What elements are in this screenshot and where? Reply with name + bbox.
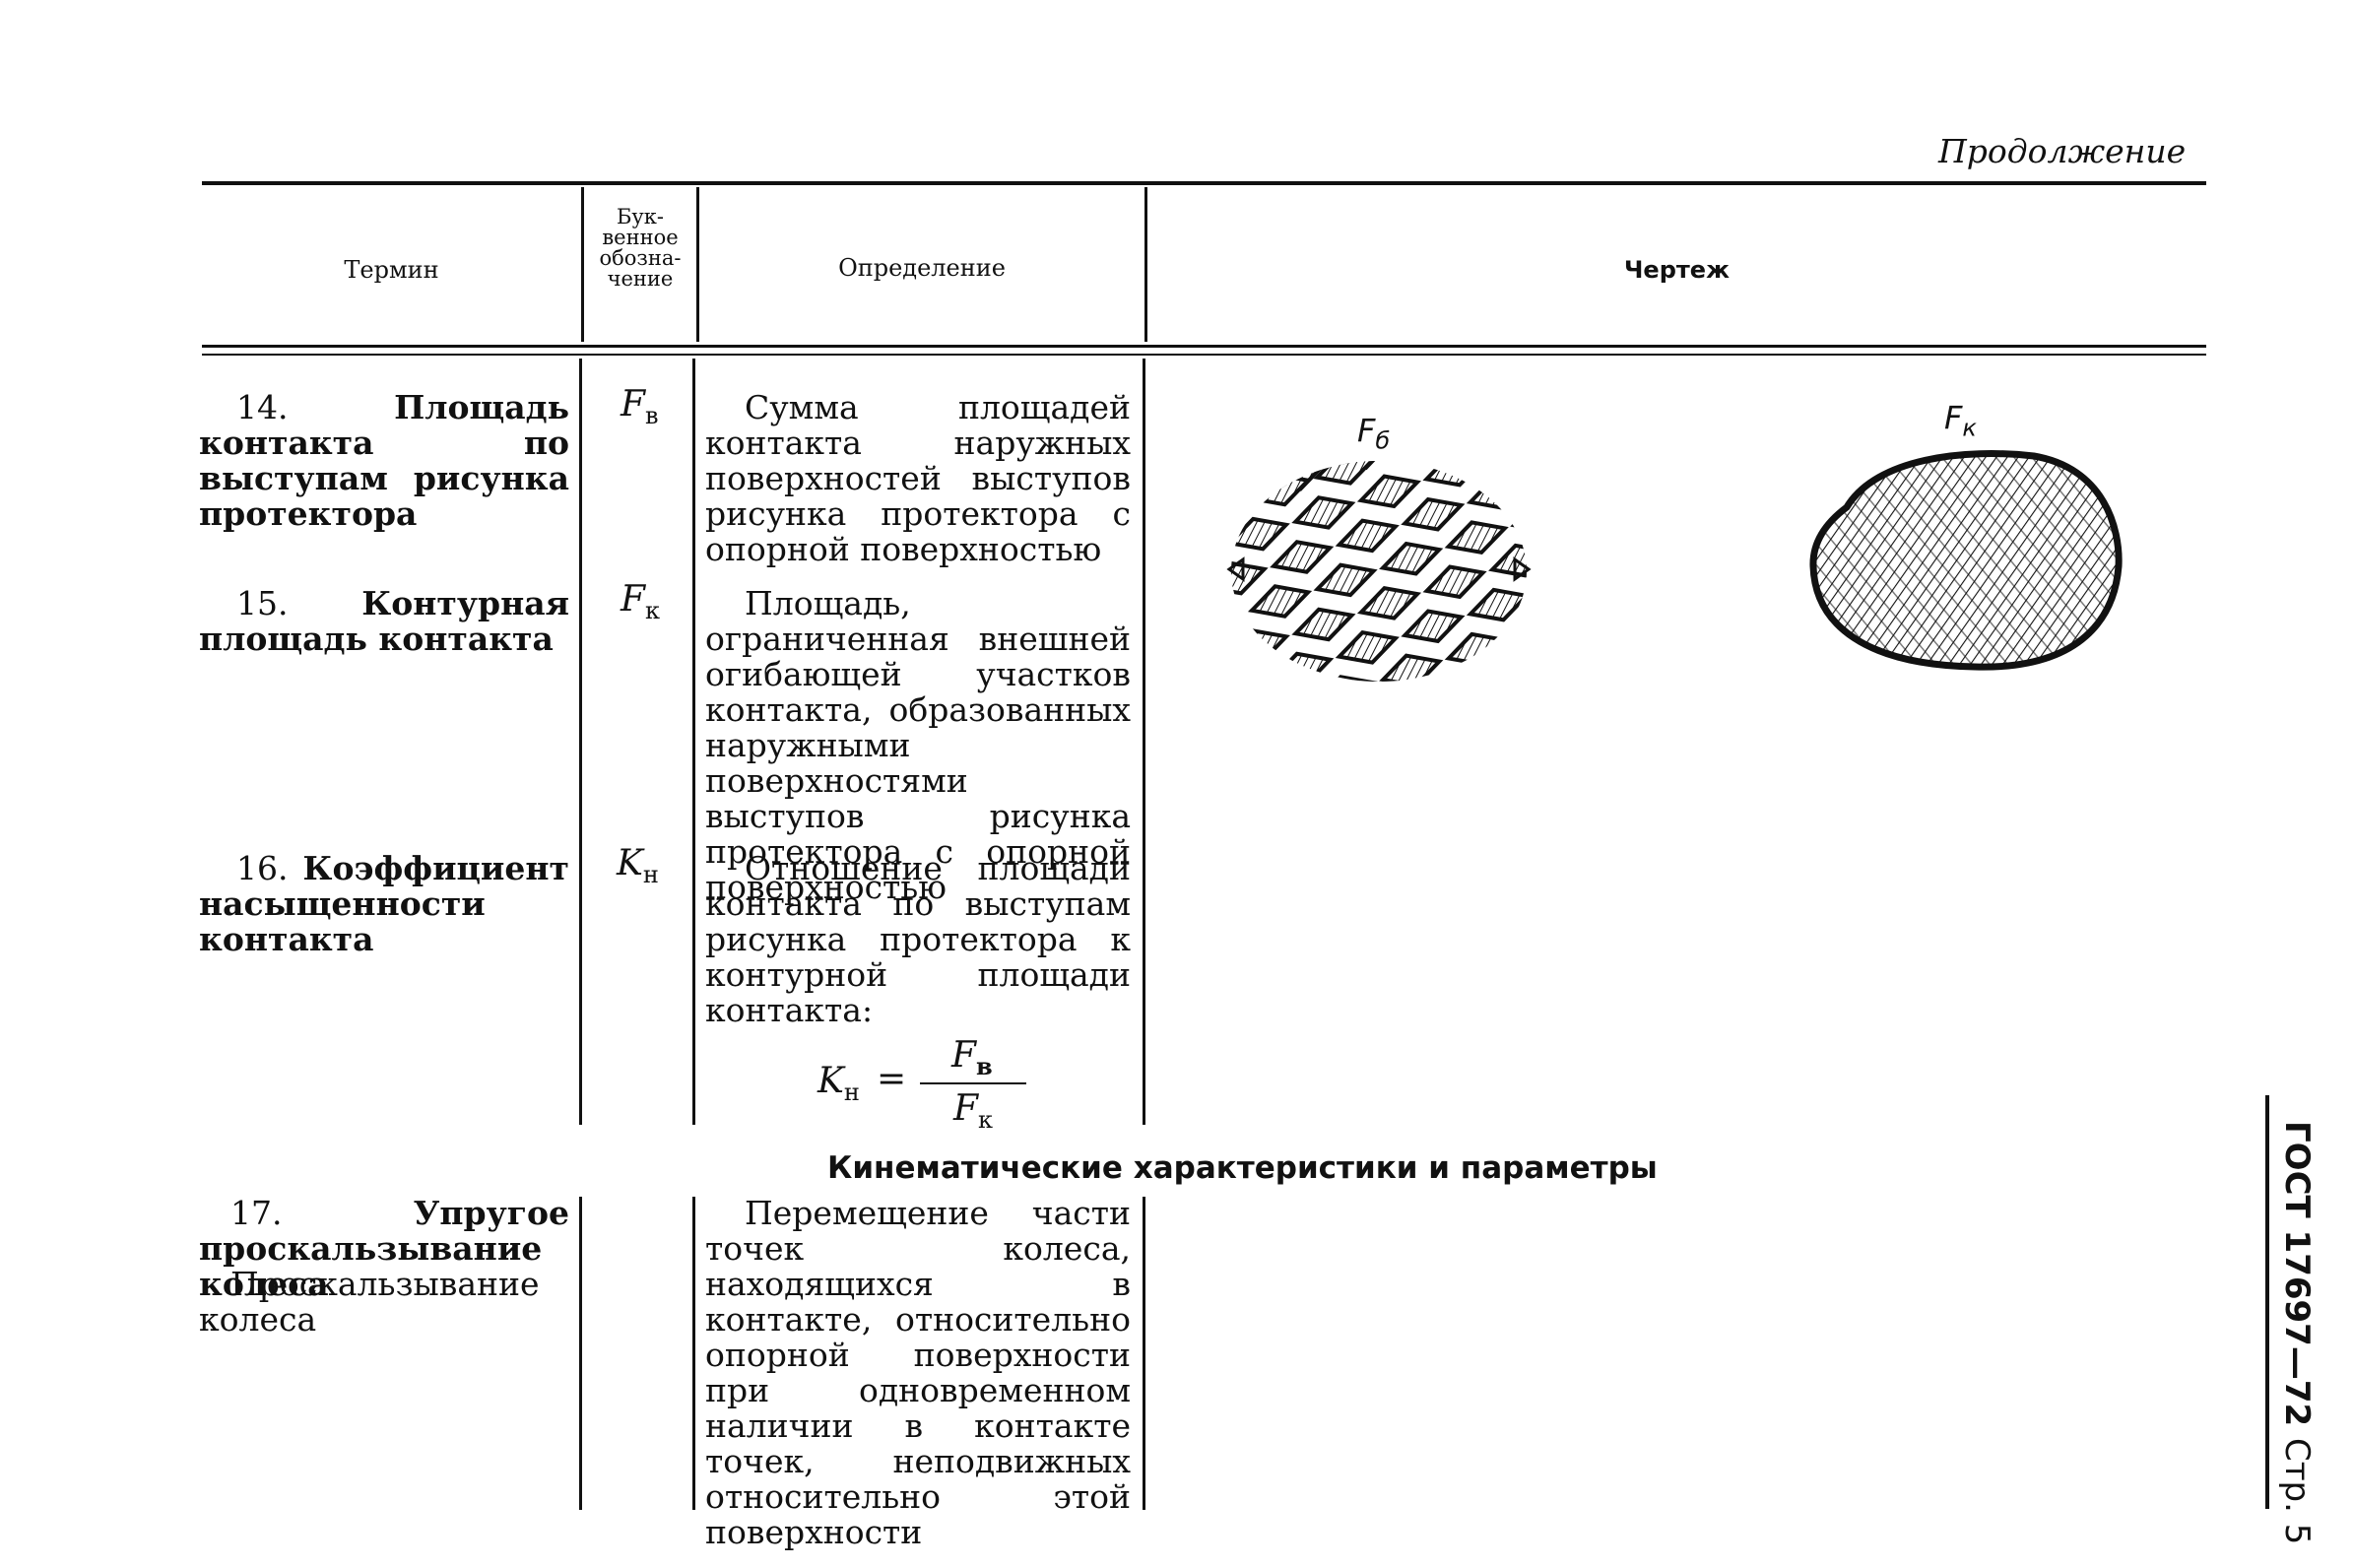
header-col-divider-3 bbox=[1144, 187, 1147, 342]
definition-14: Сумма площадей контакта наружных поверхн… bbox=[705, 388, 1131, 568]
gost-side-label: ГОСТ 17697—72 Стр. 5 bbox=[2277, 1121, 2317, 1544]
term-16-text: Коэффициент насыщенности контакта bbox=[199, 849, 569, 958]
term-17-number: 17. bbox=[230, 1194, 283, 1232]
header-letter-line4: чение bbox=[607, 267, 674, 291]
drawing-label-fb-letter: F bbox=[1357, 412, 1376, 449]
definition-16: Отношение площади контакта по выступам р… bbox=[705, 849, 1131, 1029]
header-col-divider-1 bbox=[581, 187, 584, 342]
definition-15: Площадь, ограниченная внешней огибающей … bbox=[705, 584, 1131, 906]
body-col-divider-3 bbox=[1143, 359, 1145, 1125]
header-bottom-rule-1 bbox=[202, 345, 2206, 348]
definition-17: Перемещение части точек колеса, находящи… bbox=[705, 1194, 1131, 1551]
drawing-label-fb-sub: б bbox=[1375, 426, 1391, 455]
symbol-16-letter: K bbox=[617, 843, 643, 883]
term-15-text: Контурная площадь контакта bbox=[199, 584, 569, 658]
formula-lhs: Kн bbox=[817, 1061, 860, 1106]
symbol-14-sub: в bbox=[644, 402, 659, 430]
tread-blocks bbox=[1231, 461, 1527, 682]
drawing-label-fk-letter: F bbox=[1944, 399, 1963, 436]
continuation-label: Продолжение bbox=[1938, 132, 2187, 170]
header-col-divider-2 bbox=[696, 187, 699, 342]
formula-den-letter: F bbox=[953, 1088, 978, 1129]
contour-contact-area-drawing bbox=[1809, 450, 2123, 671]
term-16: 16. Коэффициент насыщенности контакта bbox=[199, 851, 569, 957]
formula-den-sub: к bbox=[977, 1106, 993, 1135]
term-14: 14. Площадь контакта по выступам рисунка… bbox=[199, 390, 569, 532]
header-letter-line3: обозна- bbox=[599, 246, 682, 270]
contact-patch-tread-drawing bbox=[1226, 461, 1532, 682]
header-letter-line2: венное bbox=[602, 226, 679, 249]
header-letter-line1: Бук- bbox=[616, 205, 664, 229]
drawing-label-fb: Fб bbox=[1357, 412, 1390, 454]
side-vertical-rule bbox=[2265, 1095, 2269, 1509]
term-15-number: 15. bbox=[236, 584, 289, 622]
term-16-number: 16. bbox=[236, 849, 289, 887]
header-term: Термин bbox=[344, 256, 439, 284]
term-17-synonym: Проскальзывание колеса bbox=[199, 1265, 540, 1339]
body-col-divider-1 bbox=[579, 359, 582, 1125]
drawing-label-fk-sub: к bbox=[1962, 414, 1977, 442]
term-17: 17. Упругое проскальзывание колеса bbox=[199, 1196, 569, 1302]
header-definition: Определение bbox=[838, 254, 1006, 282]
row17-col-divider-1 bbox=[579, 1197, 582, 1510]
header-drawing: Чертеж bbox=[1624, 256, 1730, 284]
term-15: 15. Контурная площадь контакта bbox=[199, 586, 569, 657]
symbol-15-sub: к bbox=[644, 597, 660, 625]
term-14-number: 14. bbox=[236, 388, 289, 426]
symbol-14-letter: F bbox=[621, 384, 645, 425]
formula-kn: Kн = Fв Fк bbox=[817, 1035, 1034, 1134]
drawing-label-fk: Fк bbox=[1944, 399, 1977, 441]
formula-fraction-bar bbox=[920, 1082, 1026, 1084]
term-17-text: Упругое проскальзывание колеса bbox=[199, 1194, 569, 1303]
symbol-15-letter: F bbox=[621, 579, 645, 620]
gost-standard-number: ГОСТ 17697—72 bbox=[2277, 1121, 2317, 1427]
symbol-15: Fк bbox=[621, 579, 660, 624]
formula-lhs-letter: K bbox=[817, 1061, 844, 1101]
table-top-rule bbox=[202, 181, 2206, 185]
symbol-16-sub: н bbox=[642, 861, 659, 889]
formula-equals: = bbox=[877, 1059, 907, 1099]
formula-num-sub: в bbox=[975, 1052, 993, 1081]
gost-page-number: Стр. 5 bbox=[2277, 1438, 2317, 1545]
formula-lhs-sub: н bbox=[843, 1078, 860, 1107]
header-bottom-rule-2 bbox=[202, 354, 2206, 356]
section-title: Кинематические характеристики и параметр… bbox=[827, 1150, 1658, 1186]
formula-num-letter: F bbox=[951, 1035, 976, 1076]
header-letter-designation: Бук- венное обозна- чение bbox=[584, 207, 696, 290]
term-14-text: Площадь контакта по выступам рисунка про… bbox=[199, 388, 569, 533]
formula-denominator: Fк bbox=[953, 1088, 993, 1134]
formula-numerator: Fв bbox=[951, 1035, 993, 1080]
symbol-16: Kн bbox=[617, 843, 659, 888]
row17-col-divider-3 bbox=[1143, 1197, 1145, 1510]
row17-col-divider-2 bbox=[692, 1197, 695, 1510]
body-col-divider-2 bbox=[692, 359, 695, 1125]
symbol-14: Fв bbox=[621, 384, 659, 429]
